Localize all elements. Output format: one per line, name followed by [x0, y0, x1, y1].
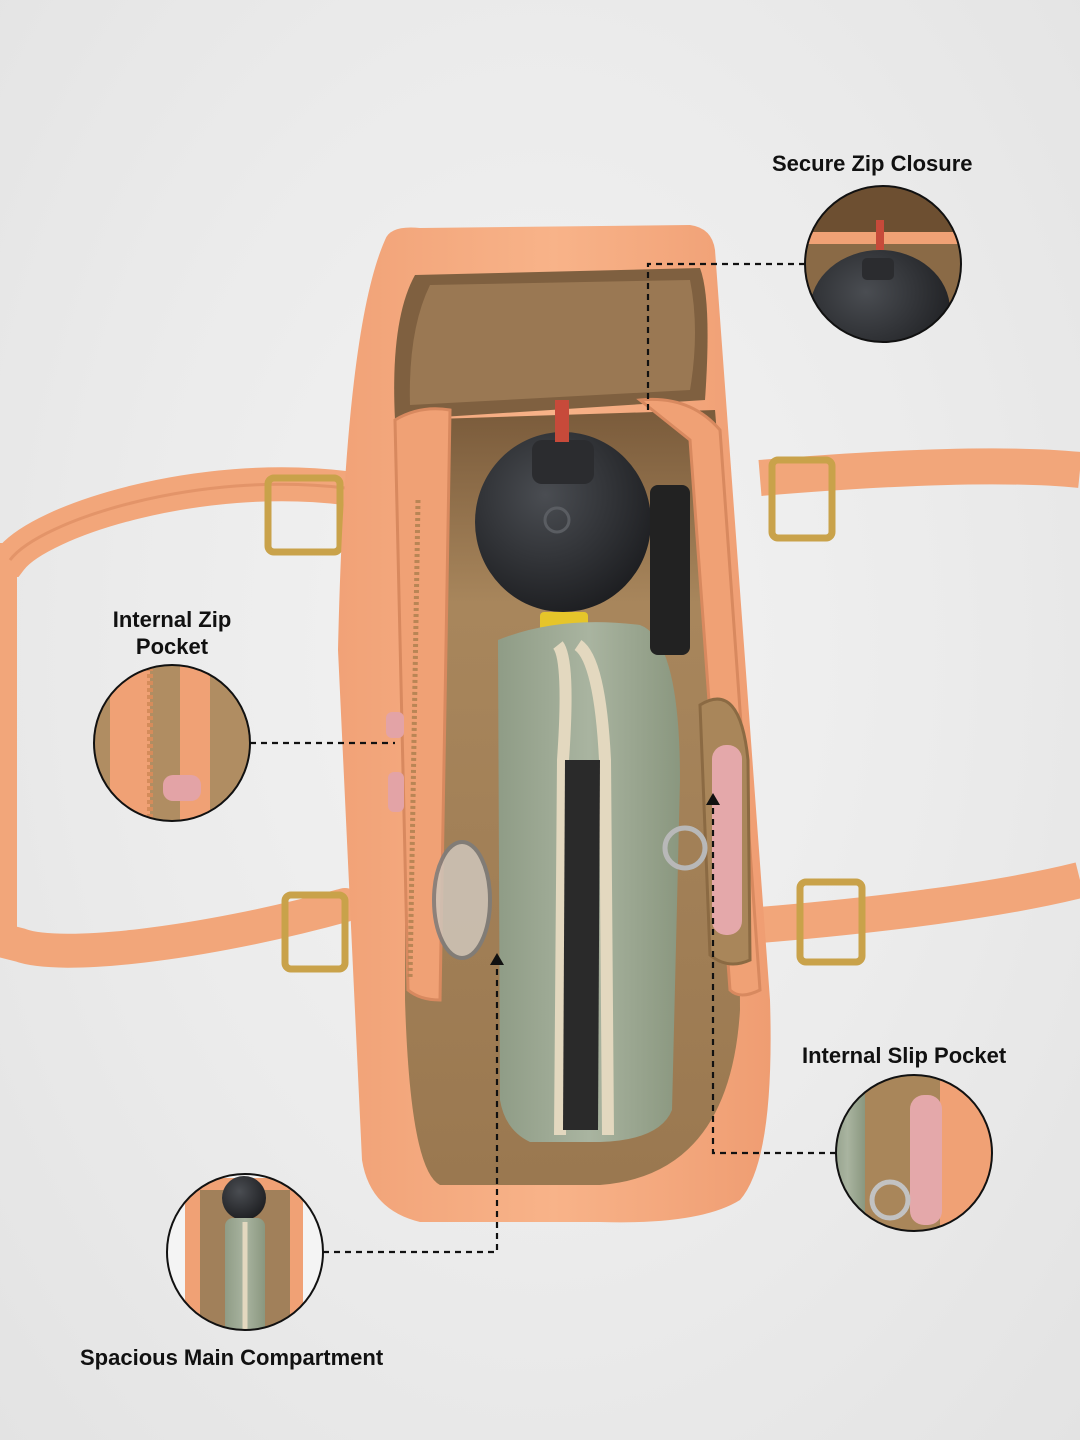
zoom-circle-zip-pocket — [93, 664, 251, 822]
callout-internal-slip-pocket: Internal Slip Pocket — [802, 1043, 1007, 1068]
left-handle — [0, 467, 362, 973]
phone — [650, 485, 690, 655]
callout-internal-zip-pocket: Internal Zip Pocket — [112, 607, 232, 659]
leader-lines — [250, 262, 836, 1254]
zoom-circle-slip-pocket — [835, 1074, 993, 1232]
callout-secure-zip-closure: Secure Zip Closure — [772, 151, 973, 176]
pink-compact — [712, 745, 742, 935]
right-handle — [758, 448, 1080, 966]
zoom-circle-zip-closure — [804, 185, 962, 343]
sunglasses — [432, 840, 492, 960]
callout-spacious-main-compartment: Spacious Main Compartment — [80, 1345, 384, 1370]
green-pouch — [498, 622, 680, 1142]
zoom-circle-main-compartment — [166, 1173, 324, 1331]
